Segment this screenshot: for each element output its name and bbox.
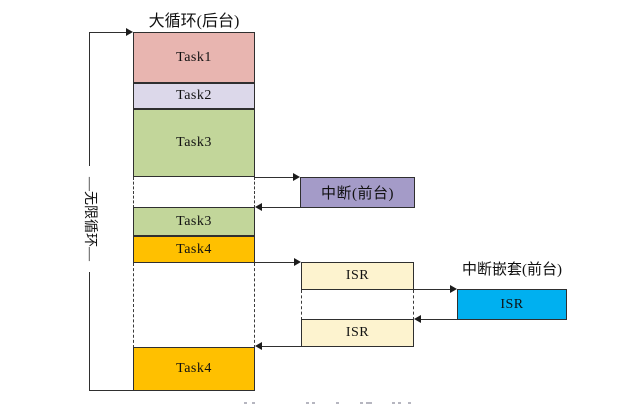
big-loop-title: 大循环(后台) xyxy=(148,13,240,30)
loop-bracket-bottom-line xyxy=(89,390,134,391)
task3-resume-label: Task3 xyxy=(176,213,212,229)
task2-box: Task2 xyxy=(133,83,255,109)
task1-box: Task1 xyxy=(133,32,255,83)
arrow-isr-to-nested-head-icon xyxy=(450,285,457,293)
task4-box: Task4 xyxy=(133,236,255,263)
interrupt-label: 中断(前台) xyxy=(321,186,394,202)
task3-box: Task3 xyxy=(133,109,255,177)
task1-label: Task1 xyxy=(176,49,212,65)
task4-resume-label: Task4 xyxy=(176,361,212,376)
column-gap1-right-dash xyxy=(254,177,255,208)
interrupt-box: 中断(前台) xyxy=(300,177,415,208)
isr-gap-right-dash xyxy=(413,290,414,320)
loop-bracket-top-line xyxy=(89,32,126,33)
column-gap1-left-dash xyxy=(133,177,134,208)
isr1-box: ISR xyxy=(301,262,414,290)
isr2-label: ISR xyxy=(345,325,370,340)
arrow-isr-to-nested-line xyxy=(413,289,450,290)
nested-isr-box: ISR xyxy=(457,289,567,320)
arrow-nested-return-line xyxy=(420,319,457,320)
nested-interrupt-title: 中断嵌套(前台) xyxy=(462,262,562,278)
task3-label: Task3 xyxy=(176,135,212,150)
infinite-loop-label: —无限循环— xyxy=(82,177,97,261)
arrow-task3-to-interrupt-head-icon xyxy=(293,173,300,181)
isr-gap-left-dash xyxy=(301,290,302,320)
task4-resume-box: Task4 xyxy=(133,347,255,391)
arrow-interrupt-return-head-icon xyxy=(255,203,262,211)
column-gap2-left-dash xyxy=(133,263,134,348)
arrow-task4-to-isr-head-icon xyxy=(294,258,301,266)
task3-resume-box: Task3 xyxy=(133,207,255,236)
task4-label: Task4 xyxy=(176,241,212,257)
arrow-isr-return-head-icon xyxy=(255,342,262,350)
loop-return-arrowhead-icon xyxy=(126,28,133,36)
nested-isr-label: ISR xyxy=(500,296,524,312)
task2-label: Task2 xyxy=(176,88,212,103)
arrow-isr-return-line xyxy=(262,346,301,347)
isr1-label: ISR xyxy=(345,268,370,283)
arrow-nested-return-head-icon xyxy=(414,315,421,323)
loop-bracket-vertical-upper xyxy=(89,32,90,166)
loop-bracket-vertical-lower xyxy=(89,272,90,390)
isr2-box: ISR xyxy=(301,319,414,347)
arrow-task3-to-interrupt-line xyxy=(254,177,293,178)
column-gap2-right-dash xyxy=(254,263,255,348)
arrow-interrupt-return-line xyxy=(262,207,300,208)
arrow-task4-to-isr-line xyxy=(254,262,294,263)
